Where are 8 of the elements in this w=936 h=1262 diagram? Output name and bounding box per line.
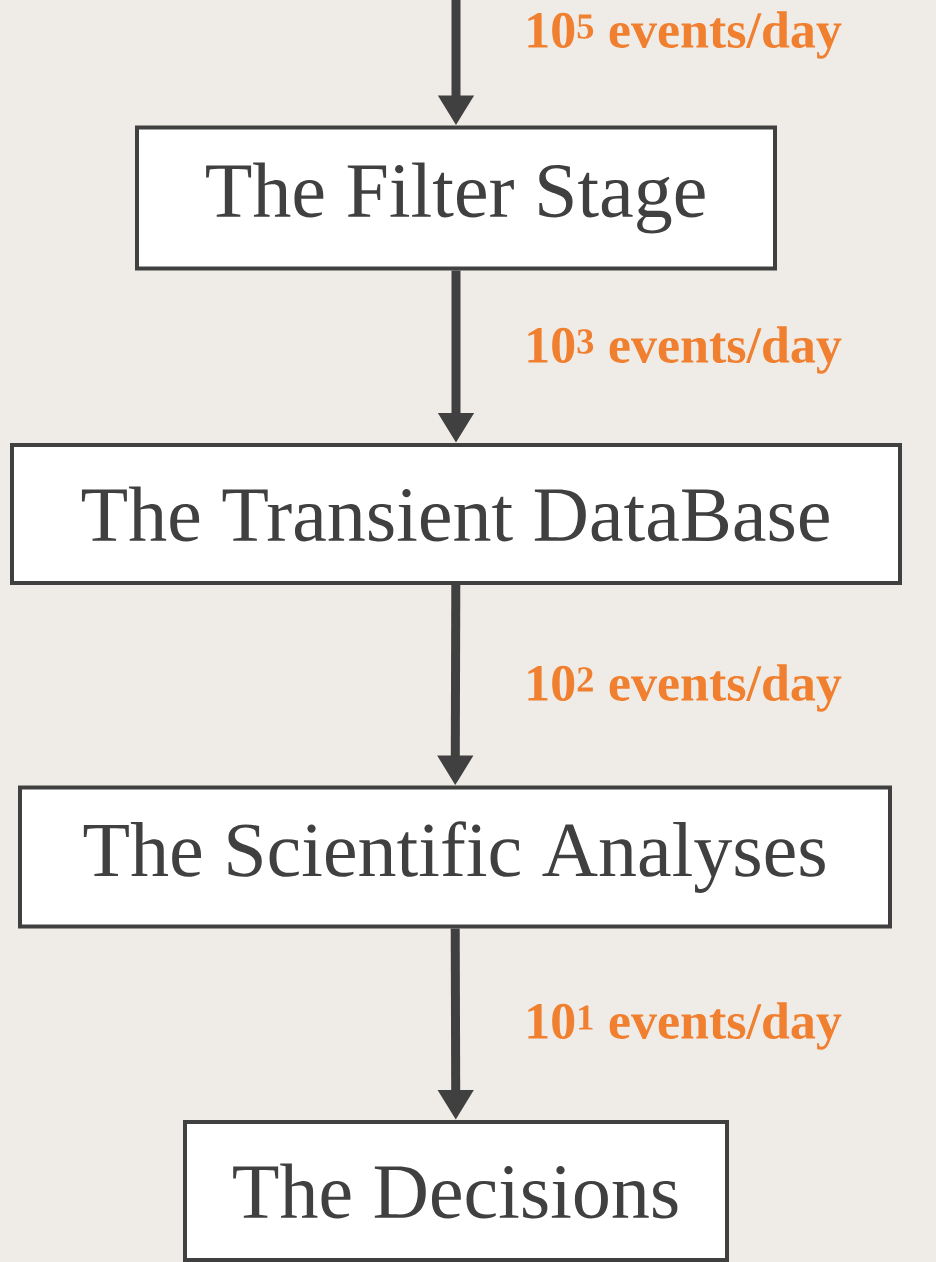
stage-box: The Decisions xyxy=(183,1120,729,1262)
edge-label: 10$^{1}$ events/day xyxy=(528,1002,842,1050)
edge-label: 10$^{2}$ events/day xyxy=(528,664,842,712)
stage-box: The Scientific Analyses xyxy=(18,785,892,929)
stage-box: The Transient DataBase xyxy=(10,443,902,585)
stage-box: The Filter Stage xyxy=(135,125,777,271)
edge-label: 10$^{3}$ events/day xyxy=(528,326,842,374)
edge-label: 10$^{5}$ events/day xyxy=(528,11,842,59)
